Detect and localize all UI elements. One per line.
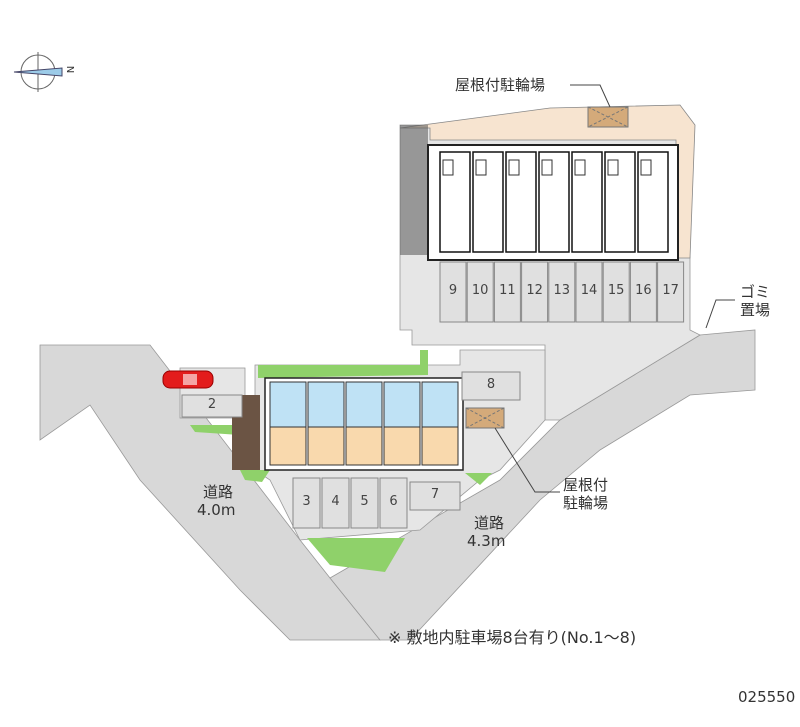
map-code: 025550 bbox=[738, 688, 796, 706]
grass-4 bbox=[307, 538, 405, 572]
parking-space bbox=[466, 261, 494, 323]
parking-space-number: 12 bbox=[526, 283, 543, 298]
apartment-unit-lower bbox=[269, 426, 307, 466]
parking-space-number: 13 bbox=[553, 283, 571, 298]
parking-space bbox=[657, 261, 685, 323]
parking-space bbox=[292, 477, 321, 529]
label-bike-parking-top: 屋根付駐輪場 bbox=[455, 76, 546, 94]
grass-5 bbox=[465, 473, 492, 485]
parking-space-number: 14 bbox=[580, 283, 598, 298]
apartment-unit bbox=[604, 151, 636, 253]
apartment-unit-upper bbox=[269, 381, 307, 428]
apartment-unit-upper bbox=[345, 381, 383, 428]
compass-north-label: N bbox=[64, 65, 76, 74]
apartment-unit-lower bbox=[383, 426, 421, 466]
label-bike-parking-right-2: 駐輪場 bbox=[563, 494, 609, 512]
parking-space-number: 9 bbox=[448, 283, 458, 298]
parking-footnote: ※ 敷地内駐車場8台有り(No.1～8) bbox=[388, 628, 637, 647]
parking-space bbox=[629, 261, 657, 323]
parking-space-number: 3 bbox=[302, 494, 311, 509]
parking-space bbox=[409, 481, 461, 511]
apartment-unit bbox=[472, 151, 504, 253]
parking-space bbox=[181, 394, 243, 418]
parking-space-number: 11 bbox=[499, 283, 516, 298]
apartment-unit bbox=[637, 151, 669, 253]
parking-space-number: 10 bbox=[471, 283, 489, 298]
parking-space bbox=[548, 261, 576, 323]
apartment-unit bbox=[571, 151, 603, 253]
parking-space bbox=[521, 261, 549, 323]
apartment-unit-lower bbox=[421, 426, 459, 466]
parking-space bbox=[461, 371, 521, 401]
road-right bbox=[329, 329, 756, 641]
parking-space bbox=[350, 477, 379, 529]
apartment-unit bbox=[505, 151, 537, 253]
parking-space-number: 8 bbox=[486, 377, 496, 392]
label-bike-parking-right-1: 屋根付 bbox=[563, 476, 609, 494]
parking-space-number: 5 bbox=[360, 494, 369, 509]
parking-space bbox=[493, 261, 521, 323]
hatch-wall bbox=[400, 125, 428, 255]
apartment-unit-lower bbox=[345, 426, 383, 466]
grass-1 bbox=[258, 350, 428, 378]
label-road-right-1: 道路 bbox=[474, 514, 505, 532]
parking-space bbox=[439, 261, 467, 323]
parking-space bbox=[602, 261, 630, 323]
parking-space bbox=[321, 477, 350, 529]
label-road-left-2: 4.0m bbox=[197, 501, 236, 519]
apartment-unit-upper bbox=[307, 381, 345, 428]
parking-space bbox=[379, 477, 408, 529]
apartment-unit-upper bbox=[383, 381, 421, 428]
label-road-right-2: 4.3m bbox=[467, 532, 506, 550]
compass-icon bbox=[13, 52, 63, 92]
parking-space-number: 15 bbox=[607, 283, 625, 298]
apartment-unit bbox=[538, 151, 570, 253]
grass-3 bbox=[240, 470, 270, 482]
label-garbage-2: 置場 bbox=[740, 301, 771, 319]
parking-space-number: 7 bbox=[430, 487, 440, 502]
parking-space-number: 4 bbox=[331, 494, 340, 509]
label-road-left-1: 道路 bbox=[203, 483, 234, 501]
parking-space-number: 6 bbox=[389, 494, 398, 509]
apartment-unit-upper bbox=[421, 381, 459, 428]
apartment-unit-lower bbox=[307, 426, 345, 466]
parking-space-number: 2 bbox=[207, 397, 217, 412]
label-garbage-1: ゴミ bbox=[740, 283, 771, 301]
parking-space-number: 16 bbox=[635, 283, 652, 298]
apartment-unit bbox=[439, 151, 471, 253]
parking-space bbox=[575, 261, 603, 323]
parking-space-number: 17 bbox=[662, 283, 679, 298]
grass-2 bbox=[190, 425, 240, 435]
